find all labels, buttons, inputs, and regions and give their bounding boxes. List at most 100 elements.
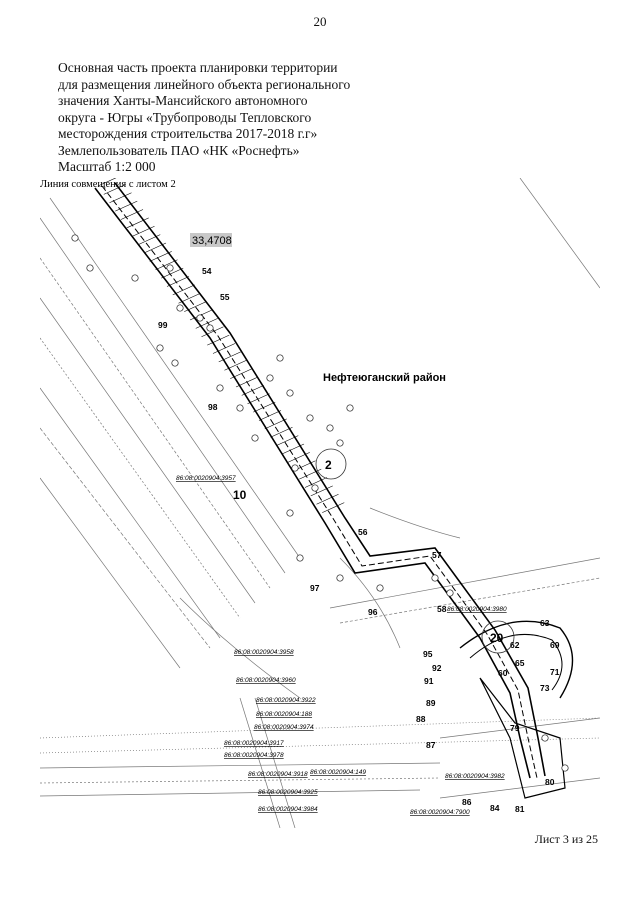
corridor-hatching bbox=[97, 178, 345, 513]
hatch-line bbox=[270, 426, 293, 438]
point-label: 71 bbox=[550, 667, 560, 677]
hatch-line bbox=[115, 200, 138, 212]
hatch-line bbox=[212, 343, 236, 354]
tree-marker bbox=[336, 439, 344, 447]
parcel-label: 86:08:0020904:3960 bbox=[236, 677, 296, 684]
parcel-label: 86:08:0020904:3980 bbox=[447, 606, 507, 613]
hatch-line bbox=[287, 452, 310, 463]
hatch-line bbox=[241, 385, 264, 396]
zone-label: 2 bbox=[325, 458, 332, 472]
parcel-label: 86:08:0020904:3917 bbox=[224, 740, 284, 747]
tree-marker bbox=[346, 404, 354, 412]
tree-marker bbox=[196, 314, 204, 322]
hatch-line bbox=[230, 368, 253, 379]
hatch-line bbox=[184, 301, 207, 312]
area-label: 33,4708 bbox=[192, 235, 232, 247]
parcel-label: 86:08:0020904:3925 bbox=[258, 789, 318, 796]
tree-marker bbox=[71, 234, 79, 242]
tree-marker bbox=[376, 584, 384, 592]
scale-line: Масштаб 1:2 000 bbox=[58, 159, 156, 174]
hatch-line bbox=[218, 351, 241, 363]
point-label: 84 bbox=[490, 803, 500, 813]
hatch-line bbox=[310, 485, 333, 497]
hatch-line bbox=[247, 393, 270, 405]
hatch-line bbox=[264, 418, 287, 430]
tree-marker bbox=[306, 414, 314, 422]
tree-marker bbox=[286, 389, 294, 397]
point-label: 98 bbox=[208, 402, 218, 412]
hatch-line bbox=[304, 477, 328, 488]
tree-marker bbox=[86, 264, 94, 272]
tree-marker bbox=[251, 434, 259, 442]
planning-map: 33,4708 Линия совмещения с листом 2 Нефт… bbox=[40, 178, 600, 828]
point-label: 80 bbox=[545, 777, 555, 787]
page-number: 20 bbox=[313, 14, 327, 29]
hatch-line bbox=[235, 376, 259, 388]
tree-marker bbox=[216, 384, 224, 392]
point-label: 57 bbox=[432, 550, 442, 560]
hatch-line bbox=[281, 443, 305, 455]
tree-marker bbox=[326, 424, 334, 432]
tree-marker bbox=[176, 304, 184, 312]
header-line: месторождения строительства 2017-2018 г.… bbox=[58, 126, 318, 141]
hatch-line bbox=[143, 242, 167, 254]
point-label: 63 bbox=[540, 618, 550, 628]
hatch-line bbox=[316, 493, 339, 505]
point-label: 58 bbox=[437, 604, 447, 614]
hatch-line bbox=[149, 251, 172, 262]
tree-marker bbox=[171, 359, 179, 367]
hatch-line bbox=[161, 267, 184, 279]
point-label: 95 bbox=[423, 649, 433, 659]
district-label: Нефтеюганский район bbox=[323, 372, 446, 384]
tree-marker bbox=[446, 589, 454, 597]
tree-marker bbox=[131, 274, 139, 282]
parcel-label: 86:08:0020904:3978 bbox=[224, 752, 284, 759]
parcel-label: 86:08:0020904:188 bbox=[256, 711, 312, 718]
hatch-line bbox=[126, 217, 149, 229]
pipeline-corridor bbox=[94, 182, 574, 799]
point-label: 73 bbox=[540, 683, 550, 693]
hatch-line bbox=[172, 284, 195, 296]
header-line: округа - Югры «Трубопроводы Тепловского bbox=[58, 109, 312, 125]
tree-marker bbox=[266, 374, 274, 382]
point-label: 99 bbox=[158, 320, 168, 330]
tree-marker bbox=[431, 574, 439, 582]
zone-circle bbox=[315, 448, 347, 480]
hatch-line bbox=[207, 334, 230, 346]
point-label: 87 bbox=[426, 740, 436, 750]
parcel-label: 86:08:0020904:149 bbox=[310, 769, 366, 776]
document-header: Основная часть проекта планировки террит… bbox=[58, 60, 358, 176]
zone-label: 20 bbox=[490, 631, 504, 645]
hatch-line bbox=[97, 178, 117, 187]
point-label: 89 bbox=[426, 698, 436, 708]
map-canvas: 33,4708 Линия совмещения с листом 2 Нефт… bbox=[40, 178, 600, 828]
parcel-label: 86:08:0020904:3982 bbox=[445, 773, 505, 780]
tree-marker bbox=[561, 764, 569, 772]
hatch-line bbox=[258, 410, 282, 421]
tree-marker bbox=[206, 324, 214, 332]
point-label: 81 bbox=[515, 804, 525, 814]
hatch-line bbox=[322, 502, 345, 513]
hatch-line bbox=[224, 359, 247, 371]
tree-marker bbox=[236, 404, 244, 412]
tree-marker bbox=[156, 344, 164, 352]
background-linework bbox=[40, 178, 600, 828]
point-label: 88 bbox=[416, 714, 426, 724]
point-label: 60 bbox=[498, 668, 508, 678]
point-label: 86 bbox=[462, 797, 472, 807]
zone-label: 10 bbox=[233, 488, 247, 502]
hatch-line bbox=[178, 292, 201, 304]
point-label: 97 bbox=[310, 583, 320, 593]
point-label: 91 bbox=[424, 676, 434, 686]
tree-marker bbox=[336, 574, 344, 582]
tree-marker bbox=[541, 734, 549, 742]
sheet-number: Лист 3 из 25 bbox=[534, 832, 598, 846]
parcel-label: 86:08:0020904:7900 bbox=[410, 809, 470, 816]
zone-circle bbox=[481, 620, 515, 654]
header-line: для размещения линейного объекта региона… bbox=[58, 76, 351, 92]
parcel-label: 86:08:0020904:3918 bbox=[248, 771, 308, 778]
hatch-line bbox=[120, 209, 144, 220]
tree-marker bbox=[166, 264, 174, 272]
parcel-label: 86:08:0020904:3922 bbox=[256, 697, 316, 704]
